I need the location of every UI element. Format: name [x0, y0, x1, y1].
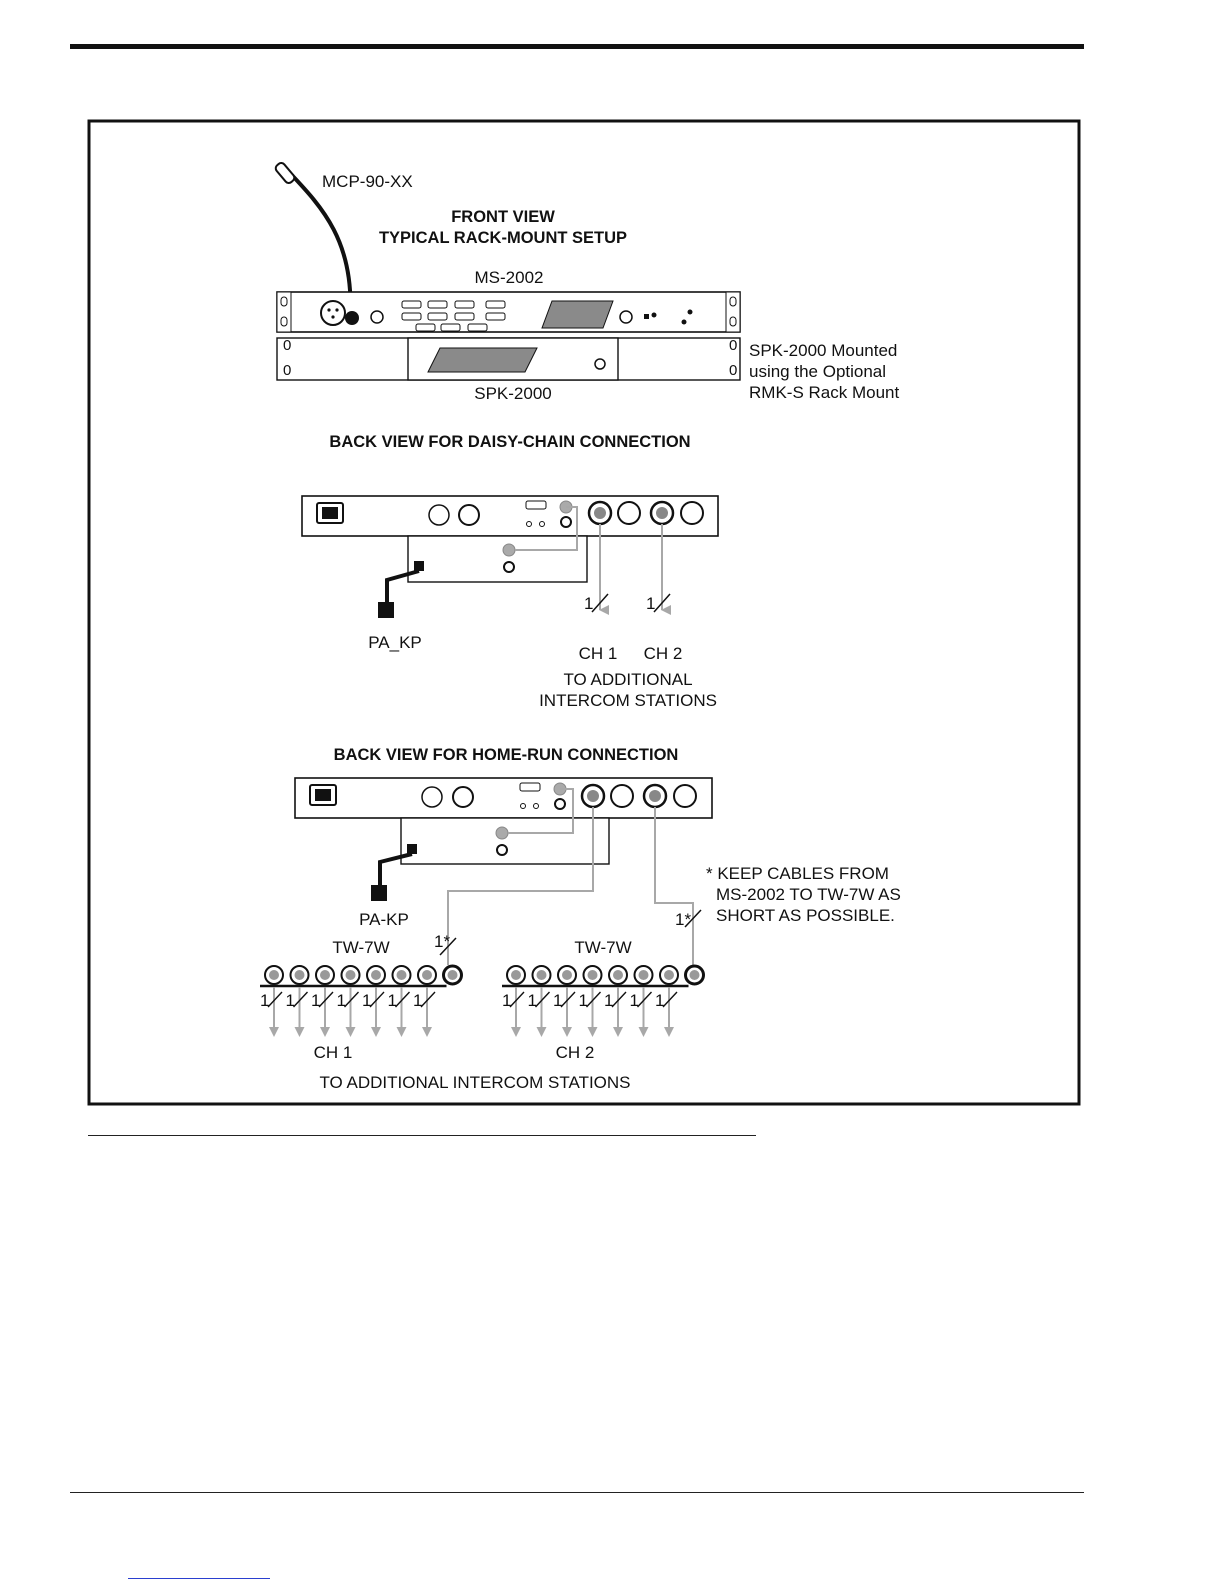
branch-arrow — [371, 1027, 381, 1037]
tw7w-label: TW-7W — [574, 938, 631, 957]
daisy-pa-label: PA_KP — [368, 633, 422, 652]
homerun-back-panel — [294, 777, 713, 965]
daisy-ch2-label: CH 2 — [644, 644, 683, 663]
branch-count-label: 1 — [311, 991, 320, 1010]
branch-count-label: 1 — [388, 991, 397, 1010]
branch-arrow — [613, 1027, 623, 1037]
spk-note-line: SPK-2000 Mounted — [749, 341, 897, 360]
branch-arrow — [422, 1027, 432, 1037]
ms2002-label: MS-2002 — [475, 268, 544, 287]
branch-count-label: 1 — [604, 991, 613, 1010]
branch-arrow — [269, 1027, 279, 1037]
branch-count-label: 1 — [579, 991, 588, 1010]
branch-count-label: 1 — [655, 991, 664, 1010]
front-view-title: FRONT VIEW — [451, 208, 555, 226]
home-run-title: BACK VIEW FOR HOME-RUN CONNECTION — [334, 746, 679, 764]
daisy-chain-title: BACK VIEW FOR DAISY-CHAIN CONNECTION — [329, 433, 690, 451]
rack-hole-mark: 0 — [283, 337, 291, 354]
daisy-dest-line: INTERCOM STATIONS — [539, 691, 717, 710]
branch-count-label: 1 — [553, 991, 562, 1010]
branch-count-label: 1 — [286, 991, 295, 1010]
branch-count-label: 1 — [362, 991, 371, 1010]
branch-arrow — [320, 1027, 330, 1037]
branch-count-label: 1 — [528, 991, 537, 1010]
note-line: MS-2002 TO TW-7W AS — [716, 885, 901, 904]
branch-count-label: 1 — [413, 991, 422, 1010]
homerun-dest-label: TO ADDITIONAL INTERCOM STATIONS — [319, 1073, 630, 1092]
homerun-cable-label: 1* — [434, 932, 450, 951]
branch-arrow — [511, 1027, 521, 1037]
rack-hole-mark: 0 — [729, 337, 737, 354]
header-rule — [70, 44, 1084, 49]
note-line: SHORT AS POSSIBLE. — [716, 906, 895, 925]
branch-arrow — [638, 1027, 649, 1037]
branch-arrow — [345, 1027, 356, 1037]
branch-arrow — [664, 1027, 674, 1037]
cable-count-label: 1 — [584, 594, 593, 613]
branch-arrow — [536, 1027, 547, 1037]
homerun-cable-label: 1* — [675, 910, 691, 929]
branch-arrow — [294, 1027, 305, 1037]
spk2000-label: SPK-2000 — [474, 384, 552, 403]
daisy-dest-line: TO ADDITIONAL — [563, 670, 692, 689]
footer-rule — [70, 1492, 1084, 1493]
branch-arrow — [562, 1027, 572, 1037]
front-view-subtitle: TYPICAL RACK-MOUNT SETUP — [379, 229, 627, 247]
spk-note-line: RMK-S Rack Mount — [749, 383, 899, 402]
ms2002-front-panel — [276, 291, 741, 333]
cable-count-label: 1 — [646, 594, 655, 613]
branch-count-label: 1 — [260, 991, 269, 1010]
homerun-pa-label: PA-KP — [359, 910, 409, 929]
rack-hole-mark: 0 — [283, 362, 291, 379]
branch-count-label: 1 — [337, 991, 346, 1010]
figure-frame — [87, 119, 1081, 1106]
caption-rule — [88, 1135, 756, 1136]
branch-arrow — [396, 1027, 407, 1037]
branch-arrow — [587, 1027, 598, 1037]
footer-link-underline — [128, 1578, 270, 1579]
branch-count-label: 1 — [630, 991, 639, 1010]
tw7w-label: TW-7W — [332, 938, 389, 957]
note-line: * KEEP CABLES FROM — [706, 864, 889, 883]
mic-label: MCP-90-XX — [322, 172, 413, 191]
spk2000-rack-mount — [276, 337, 741, 381]
daisy-back-panel — [301, 495, 719, 618]
branch-count-label: 1 — [502, 991, 511, 1010]
homerun-ch1-label: CH 1 — [314, 1043, 353, 1062]
rack-hole-mark: 0 — [729, 362, 737, 379]
spk-note-line: using the Optional — [749, 362, 886, 381]
daisy-ch1-label: CH 1 — [579, 644, 618, 663]
homerun-ch2-label: CH 2 — [556, 1043, 595, 1062]
